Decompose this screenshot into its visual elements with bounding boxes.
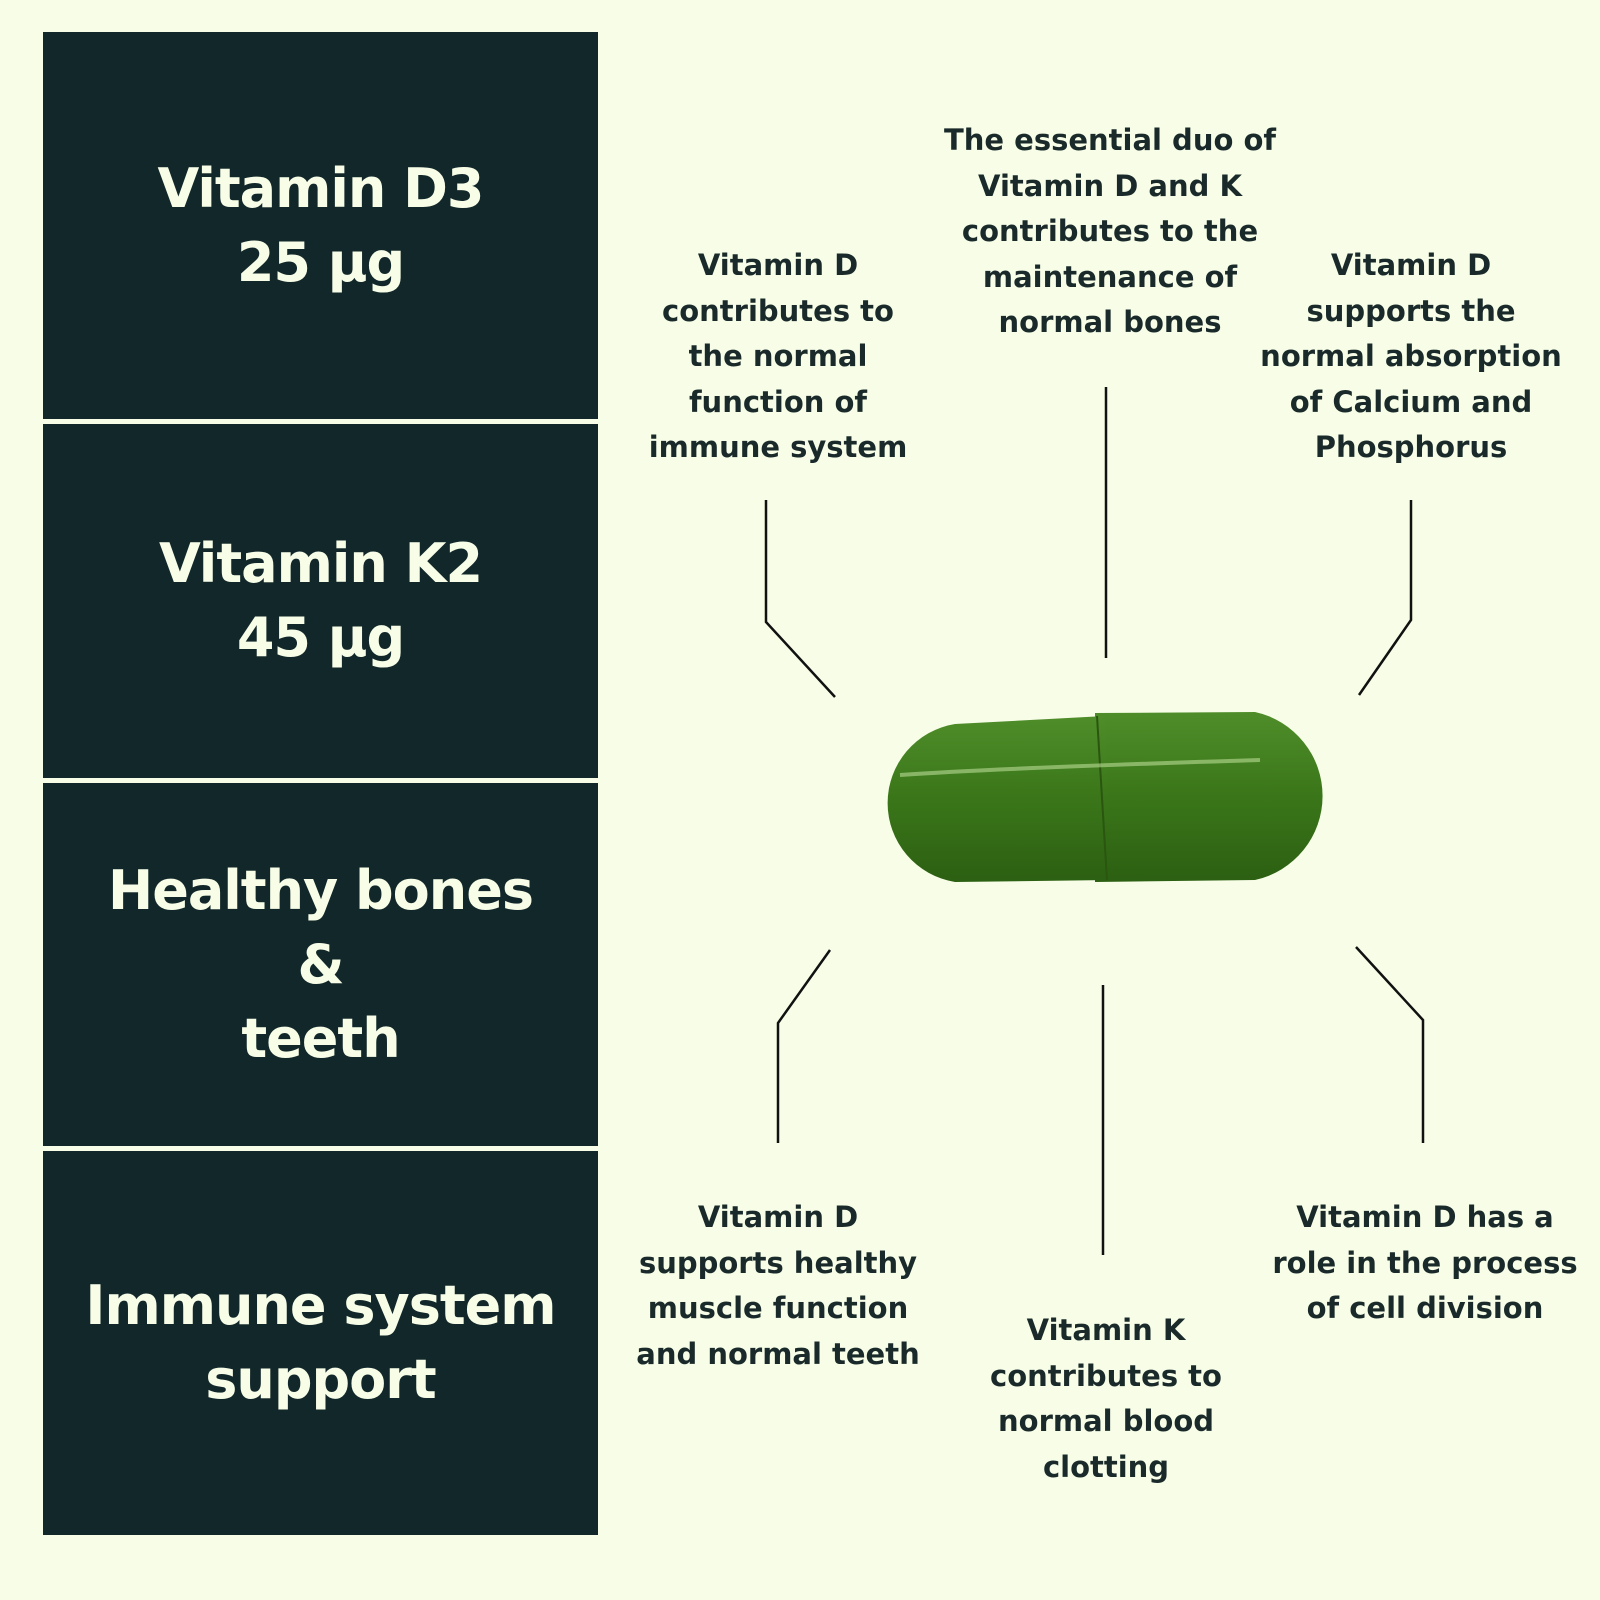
capsule-image [887, 712, 1323, 882]
panel-dose: 25 µg [236, 230, 405, 294]
connector-bottom-left [776, 949, 832, 1143]
note-muscle-teeth: Vitamin D supports healthy muscle functi… [636, 1200, 920, 1371]
panel-immune-support: Immune system support [43, 1151, 598, 1535]
panel-line: Immune system [85, 1274, 556, 1337]
connector-bottom-right [1355, 946, 1425, 1143]
panel-title: Vitamin K2 [158, 532, 483, 595]
note-blood-clotting: Vitamin K contributes to normal blood cl… [990, 1313, 1222, 1484]
panel-title: Vitamin D3 [157, 156, 484, 220]
note-essential-duo: The essential duo of Vitamin D and K con… [943, 123, 1277, 339]
panel-vitamin-k2: Vitamin K2 45 µg [43, 424, 598, 778]
note-calcium-absorption: Vitamin D supports the normal absorption… [1260, 248, 1562, 464]
connector-top-left [764, 500, 836, 698]
panel-line: & [297, 932, 344, 996]
note-immune-function: Vitamin D contributes to the normal func… [648, 248, 908, 464]
note-cell-division: Vitamin D has a role in the process of c… [1272, 1200, 1578, 1325]
connector-top-right [1357, 500, 1413, 696]
panel-line: Healthy bones [108, 858, 534, 922]
panel-vitamin-d3: Vitamin D3 25 µg [43, 32, 598, 419]
panel-healthy-bones: Healthy bones & teeth [43, 783, 598, 1146]
panel-line: support [205, 1348, 436, 1411]
panel-line: teeth [241, 1006, 400, 1070]
panel-dose: 45 µg [236, 606, 405, 669]
